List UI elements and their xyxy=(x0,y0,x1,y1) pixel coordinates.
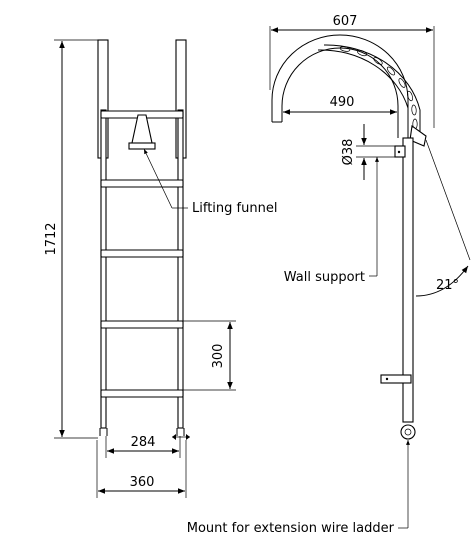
hook-outer-arc xyxy=(271,34,409,138)
callout-lifting-funnel: Lifting funnel xyxy=(143,148,277,216)
lifting-funnel xyxy=(131,114,153,144)
right-stile xyxy=(177,109,184,429)
dimension-height: 1712 xyxy=(44,39,98,439)
funnel-base xyxy=(128,142,156,150)
dimension-angle: 21° xyxy=(415,139,471,297)
tube-diameter-label: Ø38 xyxy=(341,139,356,166)
dimension-hook-outer: 607 xyxy=(269,14,435,128)
dimension-outer-width: 360 xyxy=(96,440,187,498)
left-stile xyxy=(100,109,107,429)
rung-spacing-label: 300 xyxy=(211,344,226,369)
rung xyxy=(100,389,184,398)
wall-support-label: Wall support xyxy=(284,270,365,285)
front-view xyxy=(97,39,187,436)
rung xyxy=(100,249,184,258)
hook-slots xyxy=(339,46,418,130)
hook-band xyxy=(323,44,421,140)
dimension-rung-spacing: 300 xyxy=(183,320,236,391)
dimension-inner-width: 284 xyxy=(105,434,190,458)
rung xyxy=(100,179,184,188)
callout-wall-support: Wall support xyxy=(284,157,379,285)
rung xyxy=(100,320,184,329)
overall-height-label: 1712 xyxy=(44,222,59,255)
hook-band-inner xyxy=(317,49,409,109)
dimension-diameter: Ø38 xyxy=(341,124,396,180)
hook-outer-width-label: 607 xyxy=(333,14,358,29)
dimension-hook-inner: 490 xyxy=(283,95,397,115)
side-view xyxy=(271,34,427,440)
mount-label: Mount for extension wire ladder xyxy=(187,521,395,536)
callout-mount: Mount for extension wire ladder xyxy=(187,440,410,536)
inner-width-label: 284 xyxy=(131,435,156,450)
mount-ring xyxy=(400,424,416,440)
hook-bracket xyxy=(409,125,427,147)
outer-width-label: 360 xyxy=(130,475,155,490)
hook-inner-width-label: 490 xyxy=(330,95,355,110)
side-stile xyxy=(402,137,414,423)
hook-inner-arc xyxy=(281,47,399,138)
angle-label: 21° xyxy=(436,278,459,293)
lower-bracket xyxy=(380,374,412,384)
lifting-funnel-label: Lifting funnel xyxy=(192,201,277,216)
